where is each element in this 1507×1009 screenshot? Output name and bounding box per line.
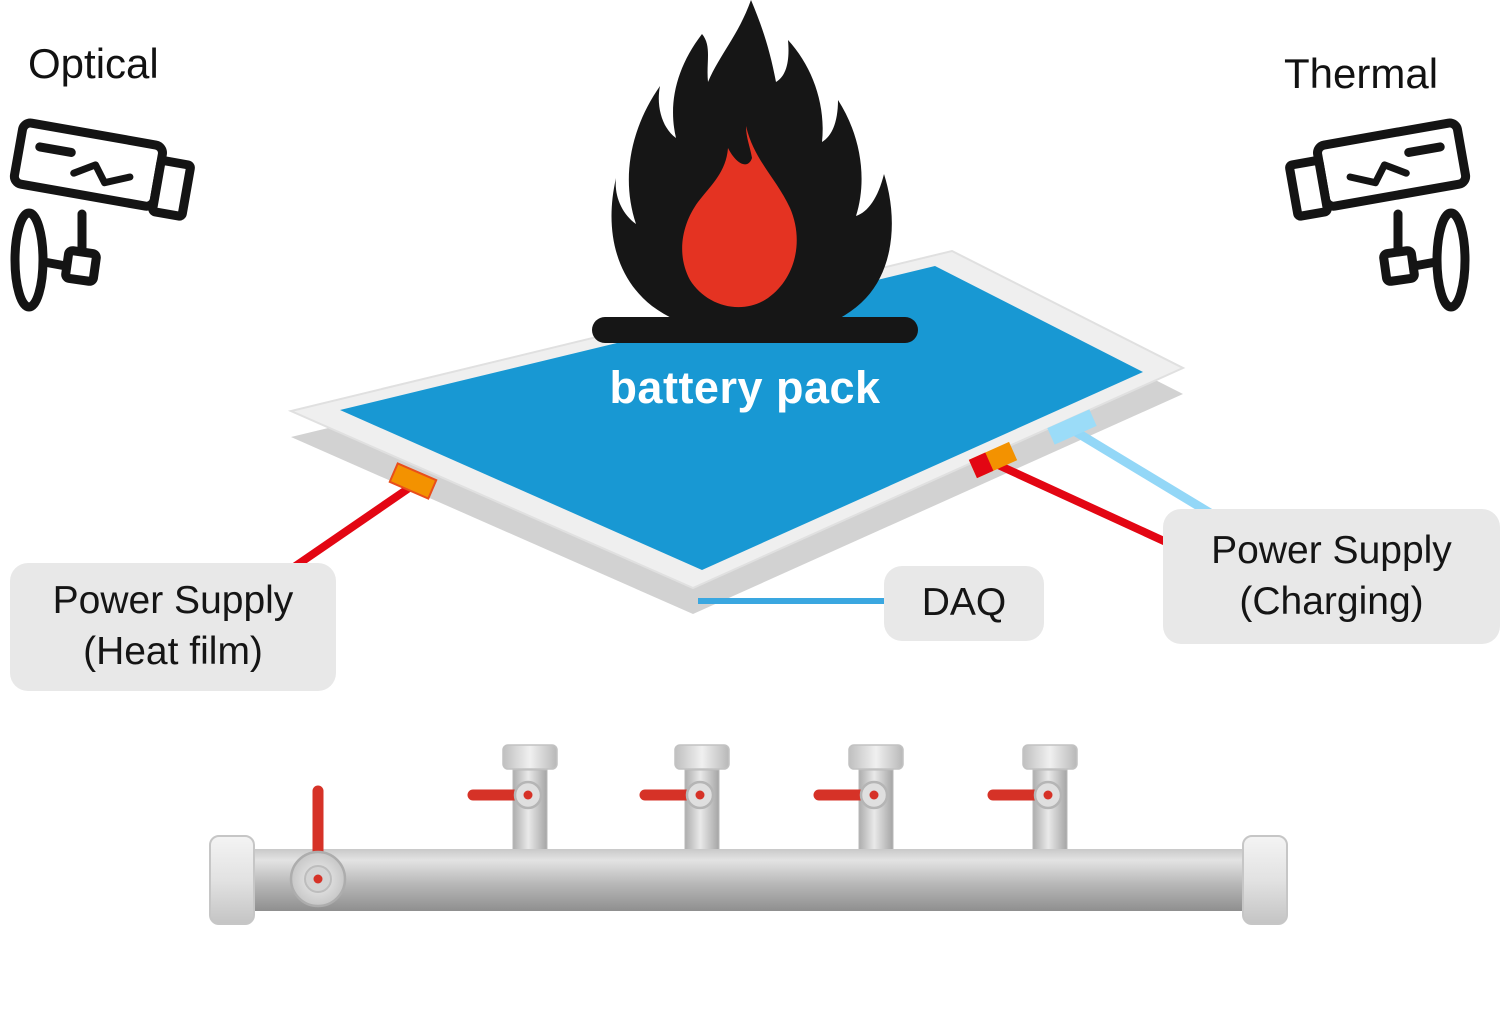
- plate-blue-surface: [340, 266, 1143, 570]
- valve-pin: [523, 790, 533, 800]
- charging-connector-tip: [968, 452, 994, 479]
- manifold-end-cap-left: [209, 835, 255, 925]
- manifold-main-pipe: [236, 849, 1258, 911]
- heat-film-wire: [275, 482, 415, 582]
- optical-label: Optical: [28, 40, 159, 87]
- charging-wire-red: [994, 460, 1192, 557]
- fire-base-bar: [592, 317, 918, 343]
- charging-connector-blue-body: [1047, 409, 1097, 445]
- flame-inner: [682, 126, 797, 308]
- camera-lens: [1285, 156, 1332, 221]
- thermal-label: Thermal: [1284, 50, 1439, 97]
- fire-icon: [592, 0, 918, 343]
- heat-film-connector-body: [388, 462, 438, 500]
- connectors: [388, 409, 1097, 500]
- battery-pack-plate: [287, 249, 1186, 614]
- valve-riser-1: [467, 744, 558, 857]
- camera-arm: [1409, 257, 1441, 271]
- camera-glare-detail: [70, 161, 134, 187]
- gas-manifold: [209, 744, 1288, 925]
- camera-wall-mount: [1432, 208, 1470, 312]
- valve-pin: [869, 790, 879, 800]
- riser-flange: [502, 744, 558, 770]
- valve-pin: [695, 790, 705, 800]
- charging-connector-blue: [1047, 409, 1097, 445]
- heat-film-connector: [388, 462, 438, 500]
- thermal-camera-icon: [1285, 118, 1471, 312]
- riser-flange: [1022, 744, 1078, 770]
- camera-glare-detail: [1346, 161, 1410, 187]
- main-pipe-valve: [289, 785, 347, 908]
- power-supply-charging-line2: (Charging): [1239, 579, 1424, 623]
- valve-riser-4: [987, 744, 1078, 857]
- valve-riser-3: [813, 744, 904, 857]
- riser-flange: [674, 744, 730, 770]
- riser-flange: [848, 744, 904, 770]
- camera-slot-detail: [1404, 142, 1445, 157]
- power-supply-heat-box: Power Supply (Heat film): [10, 563, 336, 691]
- battery-pack-label: battery pack: [609, 362, 881, 413]
- power-supply-charging-line1: Power Supply: [1211, 528, 1452, 572]
- power-supply-charging-box: Power Supply (Charging): [1163, 509, 1500, 644]
- camera-slot-detail: [35, 142, 76, 157]
- power-supply-heat-line2: (Heat film): [83, 630, 263, 673]
- camera-lens: [148, 156, 195, 221]
- daq-label: DAQ: [921, 581, 1007, 625]
- main-valve-pin: [313, 874, 323, 884]
- valve-pin: [1043, 790, 1053, 800]
- optical-camera-icon: [9, 118, 195, 312]
- valve-riser-2: [639, 744, 730, 857]
- camera-wall-mount: [10, 208, 48, 312]
- daq-box: DAQ: [884, 566, 1044, 641]
- camera-body-group: [9, 118, 195, 221]
- camera-arm: [39, 257, 71, 271]
- charging-connector-red: [968, 441, 1018, 479]
- power-supply-heat-line1: Power Supply: [52, 579, 294, 623]
- manifold-end-cap-right: [1242, 835, 1288, 925]
- camera-body-group: [1285, 118, 1471, 221]
